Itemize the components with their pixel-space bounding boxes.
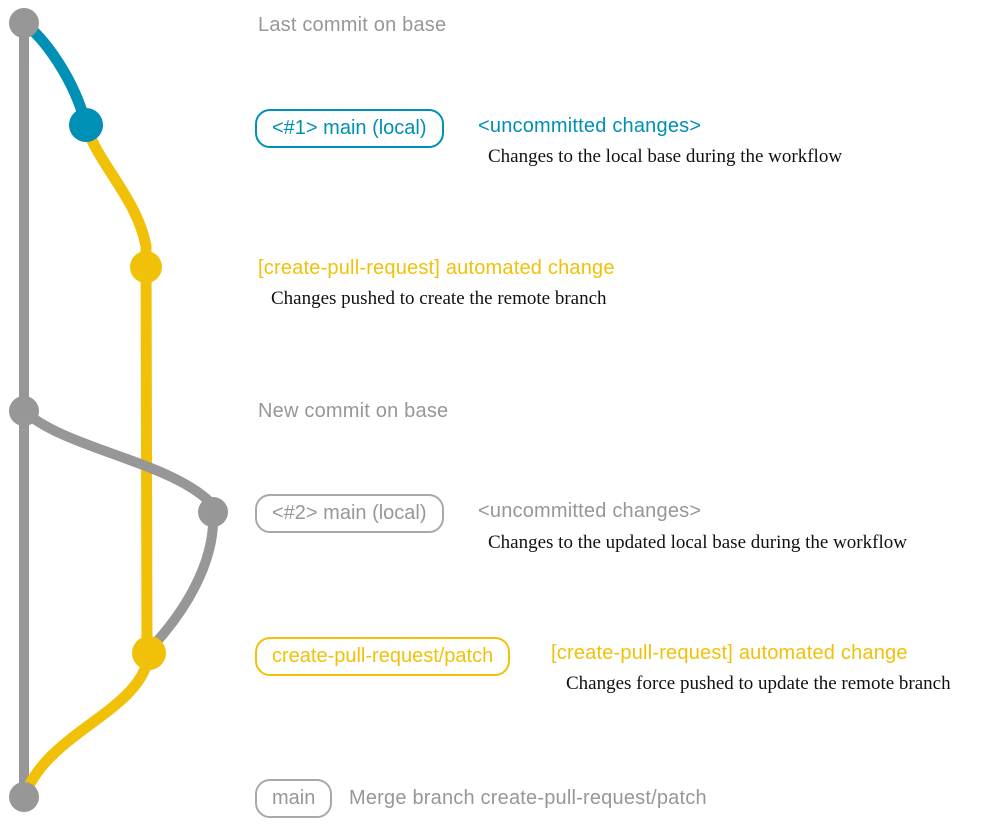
commit3-message: <uncommitted changes> xyxy=(478,500,702,522)
commit1-note: Changes to the local base during the wor… xyxy=(488,146,843,167)
commit-dot-main-local-2 xyxy=(198,497,228,527)
commit-graph xyxy=(9,8,228,812)
commit4-message: [create-pull-request] automated change xyxy=(551,642,908,664)
commit2-message: [create-pull-request] automated change xyxy=(258,257,615,279)
commit-dot-main-local-1 xyxy=(69,108,103,142)
commit-dot-new-base xyxy=(9,396,39,426)
commit-dot-last-base xyxy=(9,8,39,38)
main-local-branch-line xyxy=(18,17,92,131)
branch-badge-create-pull-request-patch: create-pull-request/patch xyxy=(255,637,511,676)
main-local2-branch-in-line xyxy=(145,507,219,654)
label-new-commit-on-base: New commit on base xyxy=(258,400,449,422)
commit4-note: Changes force pushed to update the remot… xyxy=(566,673,951,694)
commit3-note: Changes to the updated local base during… xyxy=(488,532,907,553)
patch-merge-line xyxy=(18,647,155,803)
branch-badge-main: main xyxy=(255,779,333,818)
branch-badge-main-local-2: <#2> main (local) xyxy=(255,494,444,533)
commit-dot-automated-change-2 xyxy=(132,636,166,670)
merge-message: Merge branch create-pull-request/patch xyxy=(349,787,707,809)
commit1-message: <uncommitted changes> xyxy=(478,115,702,137)
commit-dot-automated-change-1 xyxy=(130,251,162,283)
main-local2-branch-out-line xyxy=(19,406,218,517)
label-last-commit-on-base: Last commit on base xyxy=(258,14,447,36)
commit2-note: Changes pushed to create the remote bran… xyxy=(271,288,607,309)
patch-branch-line xyxy=(80,119,153,659)
commit-dot-merge xyxy=(9,782,39,812)
branch-badge-main-local-1: <#1> main (local) xyxy=(255,109,444,148)
